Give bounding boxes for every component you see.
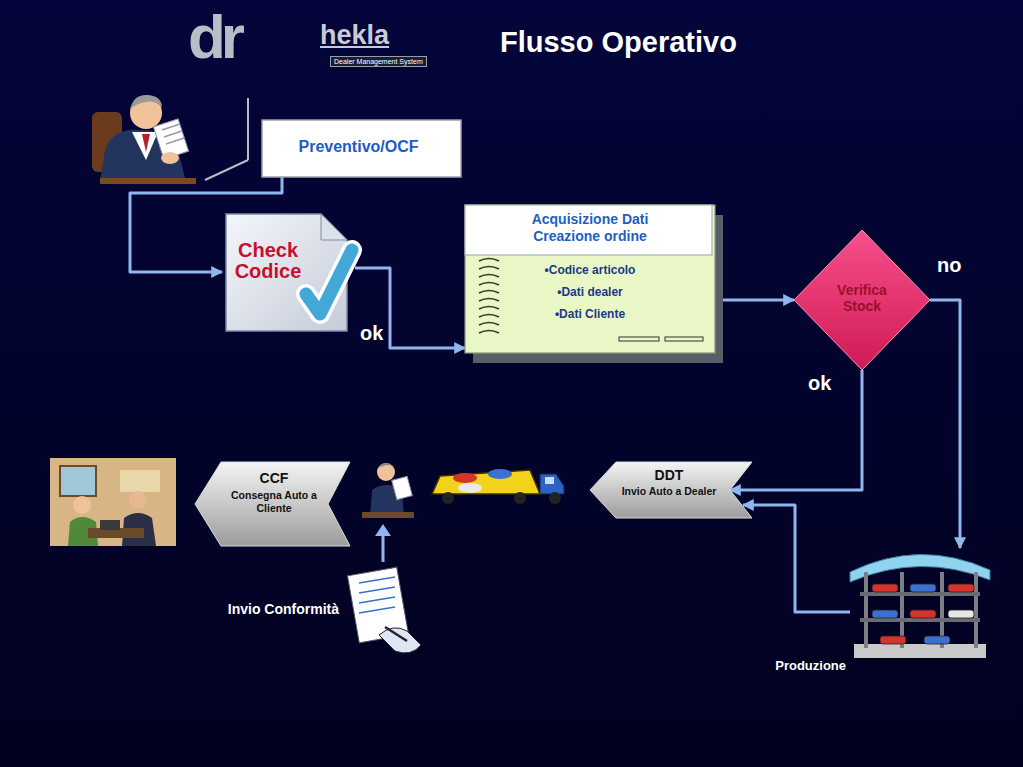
node-label: Produzione (750, 658, 846, 673)
node-label: DDT (614, 467, 724, 483)
chevron-step: CCF Consegna Auto a Cliente (195, 462, 350, 546)
order-document-outline (465, 205, 715, 353)
check-document: Check Codice (222, 210, 355, 335)
flow-arrow (715, 299, 794, 302)
node-label: Acquisizione Dati Creazione ordine (505, 211, 675, 245)
node-label: Invio Conformità (189, 601, 339, 617)
flow-arrow (930, 300, 960, 548)
production-plant-outline (850, 548, 990, 660)
edge-label: no (937, 254, 961, 277)
flow-arrow (743, 505, 850, 612)
node-label: Preventivo/OCF (262, 138, 455, 156)
node-text: Consegna Auto a Cliente (223, 489, 325, 514)
logo-text: dr (188, 6, 240, 68)
edge-label: ok (360, 322, 383, 345)
customer-meeting (50, 458, 176, 546)
flow-arrow (355, 268, 465, 348)
node-label: Check Codice (226, 240, 310, 282)
node-text: •Codice articolo (505, 263, 675, 277)
chevron-step: DDT Invio Auto a Dealer (590, 462, 752, 518)
node-label: CCF (223, 470, 325, 486)
edge-label: ok (808, 372, 831, 395)
person-reading (92, 95, 196, 184)
conformity-document-outline (345, 565, 425, 660)
dealer-person (362, 463, 414, 518)
process-box: Preventivo/OCF (262, 120, 461, 177)
logo-tagline: Dealer Management System (330, 56, 427, 67)
node-label: Verifica Stock (824, 282, 900, 314)
conformity-document: Invio Conformità (345, 565, 425, 660)
production-plant: Produzione (850, 548, 990, 660)
flow-arrow (730, 370, 862, 490)
node-text: Invio Auto a Dealer (614, 485, 724, 497)
order-document: Acquisizione Dati Creazione ordine •Codic… (465, 205, 715, 353)
node-text: •Dati dealer (505, 285, 675, 299)
logo-text: hekla (320, 22, 389, 49)
car-carrier-truck (432, 469, 564, 504)
node-text: •Dati Cliente (505, 307, 675, 321)
diagram-title: Flusso Operativo (500, 26, 737, 59)
decision-diamond: Verifica Stock (794, 230, 930, 370)
